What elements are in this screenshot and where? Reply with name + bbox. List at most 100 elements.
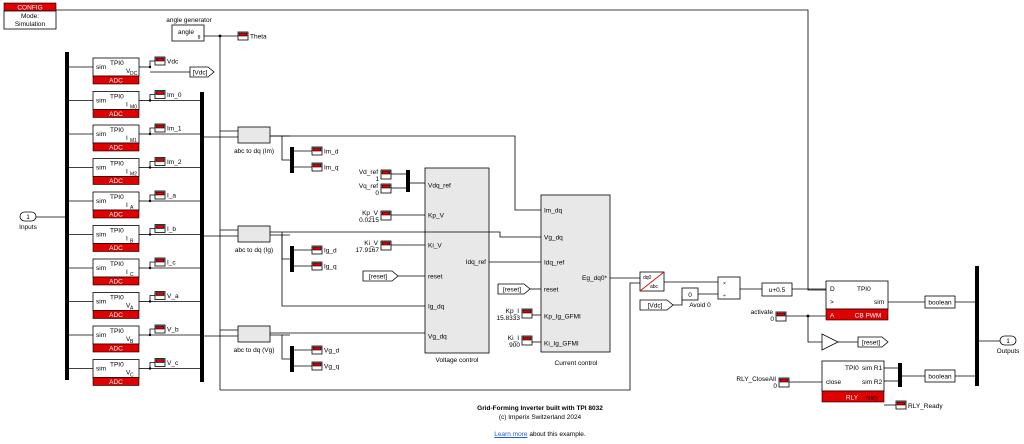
- svg-text:C: C: [130, 272, 134, 278]
- svg-text:sim: sim: [96, 98, 106, 105]
- dq0-to-abc-block[interactable]: dq0 abc: [639, 271, 665, 292]
- current-control-block[interactable]: Current control Im_dqVg_dqIdq_refresetKp…: [540, 194, 611, 367]
- svg-text:ADC: ADC: [109, 78, 123, 85]
- svg-text:Im_q: Im_q: [324, 165, 339, 172]
- adc-out-goto[interactable]: V_c: [154, 358, 179, 368]
- svg-text:CONFIG: CONFIG: [17, 5, 42, 12]
- voltage-control-block[interactable]: Voltage control Vdq_refKp_VKi_VresetIg_d…: [424, 167, 490, 364]
- abc-to-dq-block[interactable]: abc to dq (Ig): [235, 225, 273, 254]
- svg-text:ADC: ADC: [109, 379, 123, 386]
- svg-text:I: I: [126, 236, 128, 243]
- svg-text:Outputs: Outputs: [997, 348, 1021, 355]
- svg-text:ADC: ADC: [109, 178, 123, 185]
- adc-out-goto[interactable]: Vdc: [154, 56, 179, 66]
- dq-goto[interactable]: Im_d: [311, 146, 339, 156]
- svg-text:TPI0: TPI0: [110, 194, 124, 201]
- voltage-control-label: Voltage control: [435, 357, 479, 364]
- cc-reset-from[interactable]: [reset]: [497, 283, 531, 295]
- svg-text:[reset]: [reset]: [369, 274, 387, 281]
- svg-text:Vd_ref: Vd_ref: [359, 169, 378, 176]
- dq-goto[interactable]: Ig_q: [311, 261, 337, 271]
- svg-text:I_b: I_b: [167, 226, 176, 233]
- svg-text:RLY_CloseAll: RLY_CloseAll: [736, 376, 776, 383]
- vc-const[interactable]: 17.9167: [356, 240, 392, 254]
- adc-out-goto[interactable]: V_b: [154, 324, 179, 334]
- dq-goto[interactable]: Vg_q: [311, 361, 340, 371]
- relay-block[interactable]: TPI0 sim R1 close sim R2 RLY ready: [821, 360, 885, 403]
- bias-block[interactable]: u+0.5: [761, 282, 793, 297]
- svg-text:B: B: [130, 339, 134, 345]
- abc-to-dq-block[interactable]: abc to dq (Im): [234, 126, 274, 155]
- learn-more-link[interactable]: Learn more: [494, 431, 528, 438]
- angle-generator-block[interactable]: angle θ: [171, 24, 205, 42]
- inputs-port[interactable]: 1 Inputs: [19, 211, 38, 231]
- cb-pwm-block[interactable]: D TPI0 > sim A CB PWM: [825, 280, 889, 321]
- svg-text:Kp_Ig_GFMI: Kp_Ig_GFMI: [544, 314, 581, 321]
- svg-text:Idq_ref: Idq_ref: [466, 259, 486, 266]
- relay-const[interactable]: 0: [773, 377, 790, 390]
- svg-text:Kp_I: Kp_I: [506, 308, 520, 315]
- boolean-relay[interactable]: boolean: [924, 369, 956, 383]
- vc-const[interactable]: 0: [375, 183, 392, 197]
- vc-const[interactable]: 1: [375, 169, 392, 183]
- svg-text:sim: sim: [96, 265, 106, 272]
- svg-text:0: 0: [375, 190, 379, 197]
- svg-text:I_c: I_c: [167, 260, 176, 267]
- divide-block[interactable]: × ÷: [717, 276, 741, 300]
- svg-text:×: ×: [723, 281, 726, 287]
- svg-text:reset: reset: [544, 287, 559, 294]
- svg-text:V_c: V_c: [167, 360, 179, 367]
- svg-text:sim: sim: [96, 165, 106, 172]
- adc-out-goto[interactable]: Im_2: [154, 157, 182, 167]
- svg-text:Mode:: Mode:: [21, 13, 39, 20]
- svg-text:M2: M2: [130, 172, 137, 178]
- learn-more-suffix: about this example.: [527, 431, 586, 438]
- svg-text:sim: sim: [96, 198, 106, 205]
- adc-out-goto[interactable]: I_c: [154, 257, 176, 267]
- input-demux-bar: [65, 52, 69, 380]
- cc-const[interactable]: 900: [509, 335, 533, 349]
- dq-goto[interactable]: Ig_d: [311, 245, 337, 255]
- adc-out-goto[interactable]: Im_1: [154, 123, 182, 133]
- adc-out-goto[interactable]: Im_0: [154, 90, 182, 100]
- svg-text:Inputs: Inputs: [19, 224, 37, 231]
- svg-text:boolean: boolean: [928, 374, 952, 381]
- svg-text:Ig_dq: Ig_dq: [428, 304, 445, 311]
- adc-out-goto[interactable]: I_a: [154, 190, 176, 200]
- svg-text:u+0.5: u+0.5: [769, 287, 786, 294]
- svg-text:ADC: ADC: [109, 312, 123, 319]
- activate-const[interactable]: 0: [770, 311, 787, 323]
- rly-ready-goto[interactable]: RLY_Ready: [895, 400, 943, 410]
- reset-goto[interactable]: [reset]: [857, 336, 889, 348]
- vdc-goto[interactable]: [Vdc]: [189, 66, 215, 78]
- adc-out-goto[interactable]: I_b: [154, 224, 176, 234]
- vc-const[interactable]: 0.0215: [359, 210, 392, 224]
- avoid-zero-block[interactable]: 0 Avoid 0: [681, 287, 711, 309]
- svg-text:Im_1: Im_1: [167, 126, 182, 133]
- vdc-from[interactable]: [Vdc]: [639, 299, 674, 311]
- svg-text:900: 900: [509, 342, 520, 349]
- adc-out-goto[interactable]: V_a: [154, 291, 179, 301]
- svg-text:TPI0: TPI0: [857, 286, 871, 293]
- svg-text:M0: M0: [130, 105, 137, 111]
- abc-to-dq-block[interactable]: abc to dq (Vg): [234, 325, 275, 354]
- outputs-port[interactable]: 1 Outputs: [997, 335, 1021, 355]
- cc-const[interactable]: 15.8333: [497, 308, 533, 322]
- config-block[interactable]: CONFIG Mode: Simulation: [3, 2, 57, 30]
- dq-goto[interactable]: Vg_d: [311, 345, 340, 355]
- vc-reset-from[interactable]: [reset]: [362, 270, 399, 282]
- boolean-pwm[interactable]: boolean: [924, 295, 956, 309]
- dq-goto[interactable]: Im_q: [311, 162, 339, 172]
- theta-goto[interactable]: Theta: [237, 31, 267, 41]
